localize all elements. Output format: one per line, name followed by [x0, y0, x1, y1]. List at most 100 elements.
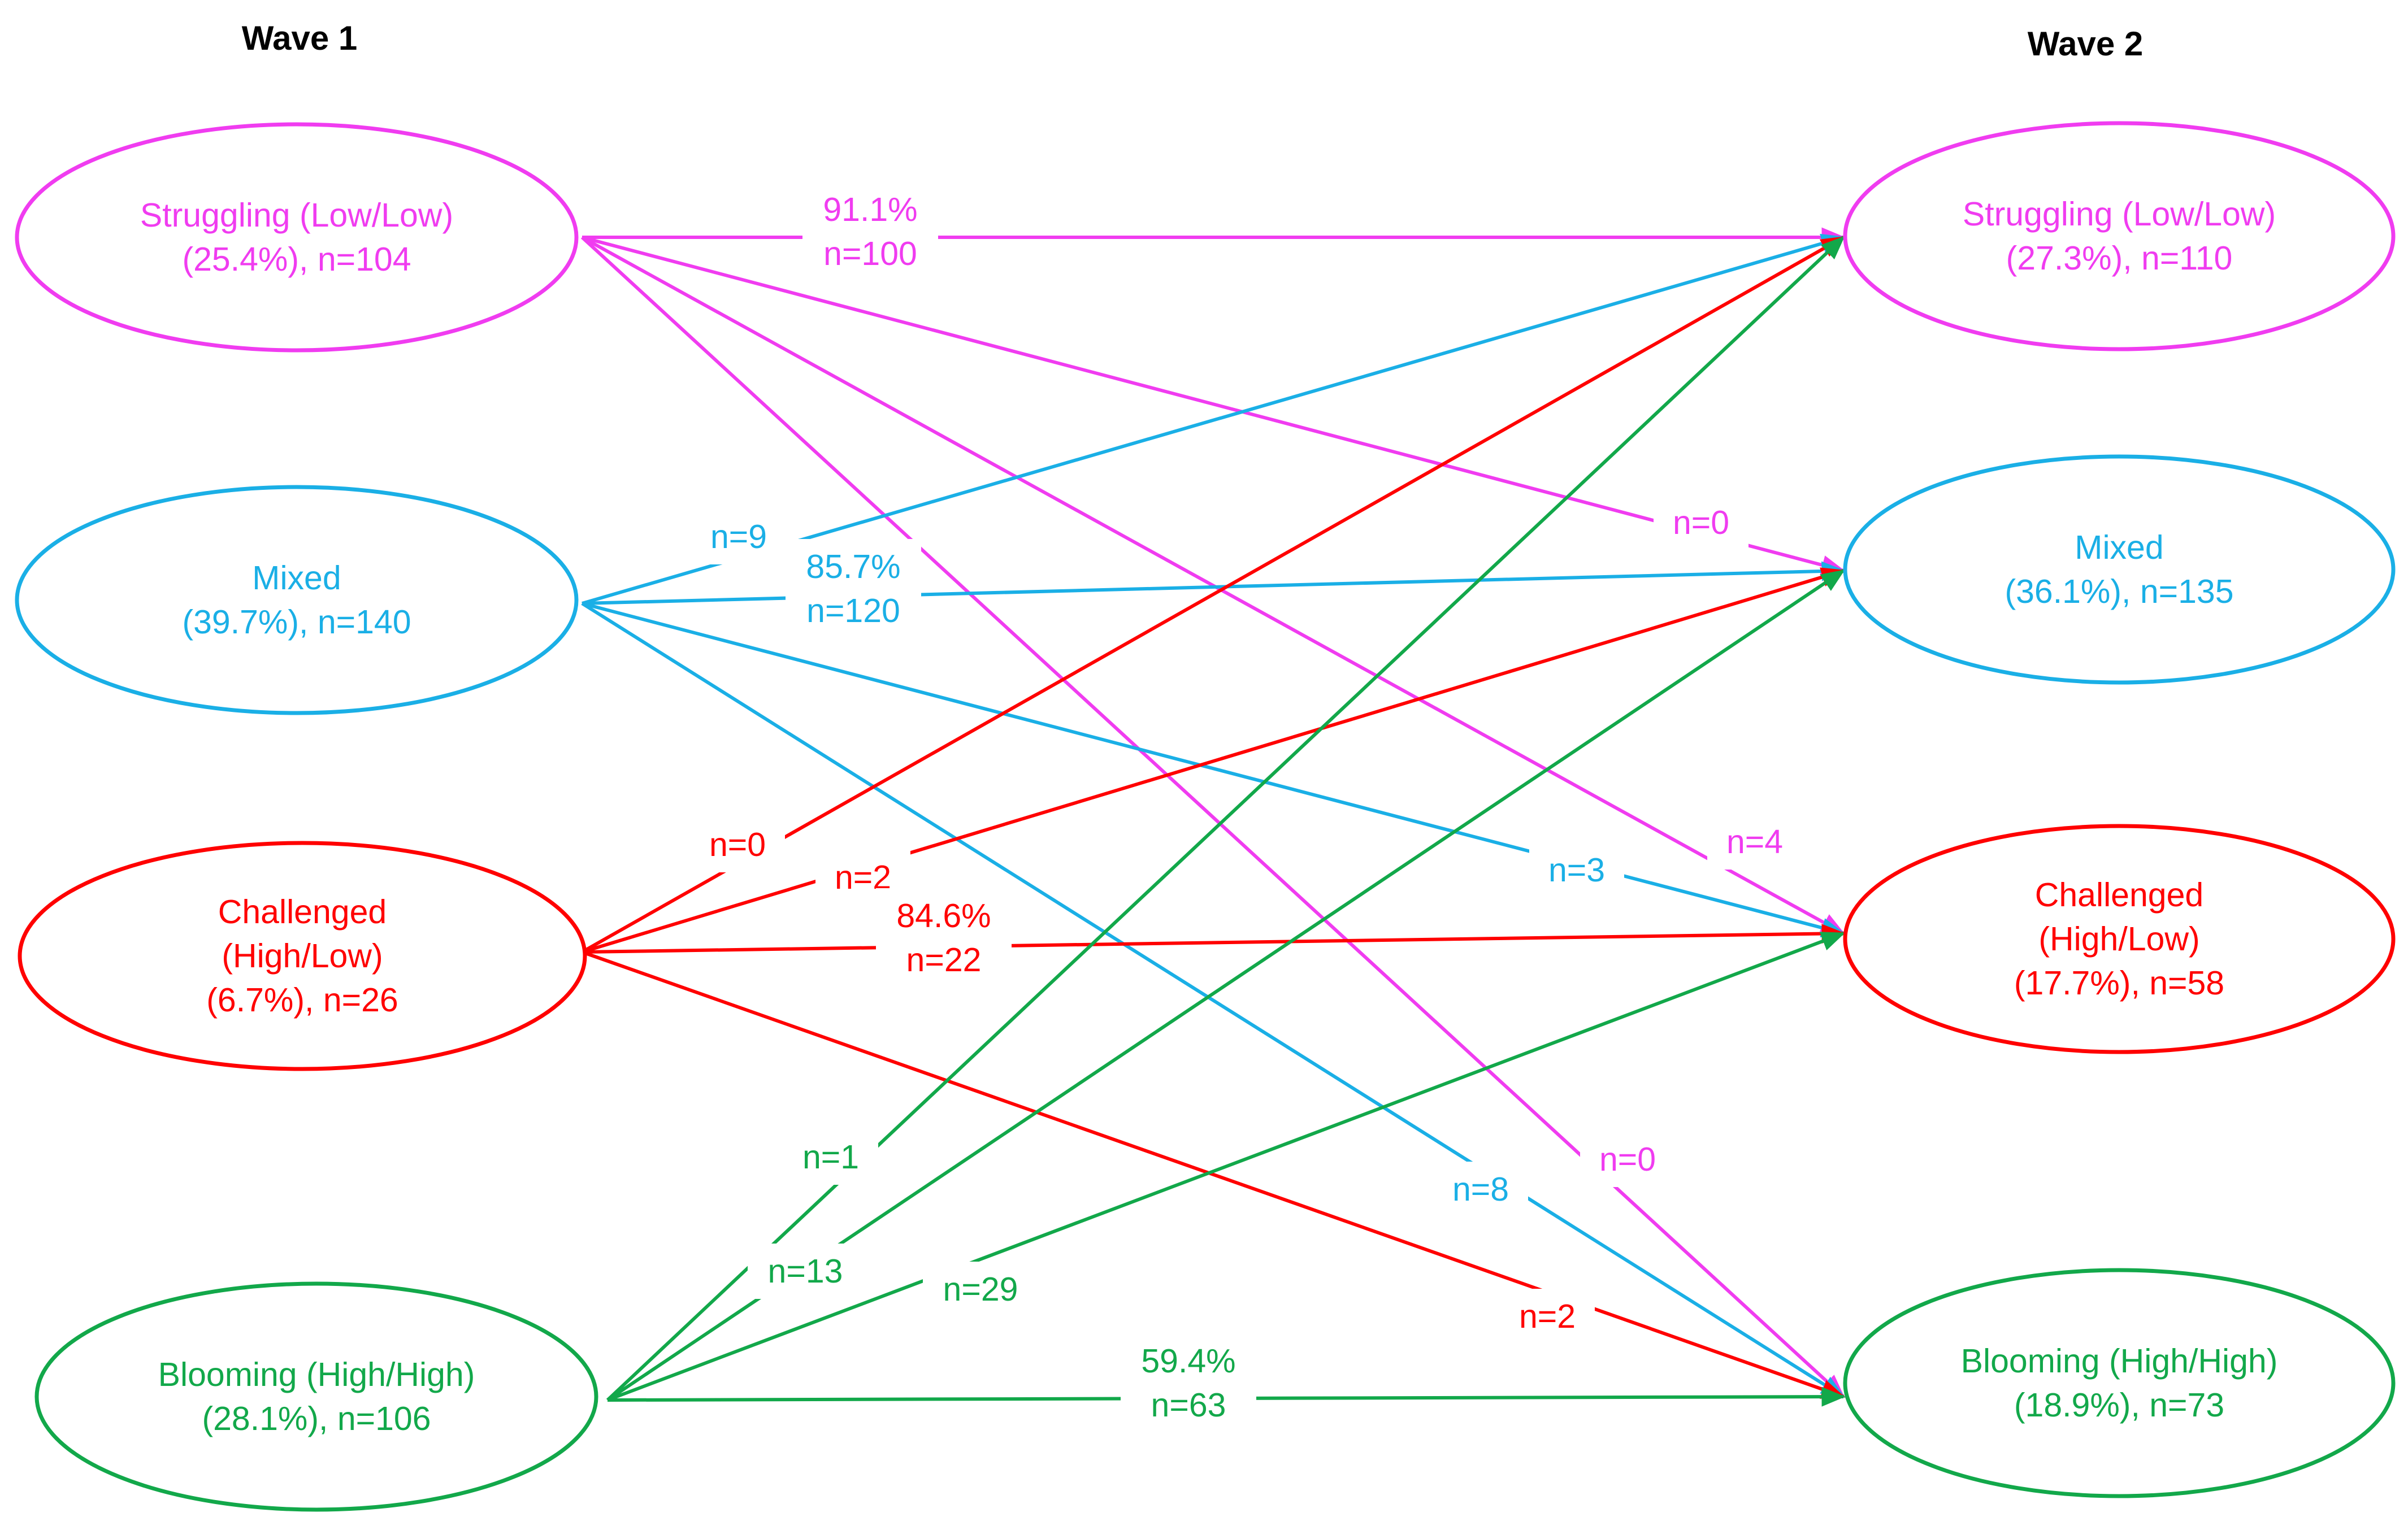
label-background: [690, 817, 785, 872]
wave2-node-blooming: Blooming (High/High) (18.9%), n=73: [1843, 1268, 2396, 1498]
label-background: [923, 1262, 1038, 1317]
arrow-challenged-to-mixed: [582, 567, 1846, 954]
label-background: [1433, 1162, 1528, 1217]
wave2-node-challenged: Challenged (High/Low) (17.7%), n=58: [1843, 824, 2396, 1054]
transition-label-line: n=3: [1548, 851, 1605, 889]
label-background: [802, 182, 938, 281]
label-background: [1529, 842, 1624, 898]
transition-label-line: 85.7%: [806, 548, 900, 585]
wave1-node-struggling: Struggling (Low/Low) (25.4%), n=104: [15, 122, 579, 353]
arrow-challenged-to-challenged: [582, 924, 1846, 954]
label-challenged-to-blooming: n=2: [1500, 1289, 1595, 1344]
label-background: [1121, 1333, 1256, 1433]
label-struggling-to-struggling: 91.1% n=100: [802, 182, 938, 281]
transition-label-line: 84.6%: [896, 897, 991, 934]
label-mixed-to-blooming: n=8: [1433, 1162, 1528, 1217]
wave2-node-struggling-label-line: (27.3%), n=110: [2006, 240, 2233, 277]
transition-label-line: n=2: [1519, 1298, 1576, 1335]
wave1-node-challenged-ellipse: [18, 841, 587, 1071]
wave1-node-blooming-ellipse: [34, 1281, 598, 1512]
label-background: [786, 539, 921, 638]
wave2-header: Wave 2: [2028, 25, 2144, 63]
wave2-node-mixed-ellipse: [1843, 454, 2396, 685]
label-blooming-to-struggling: n=1: [783, 1129, 878, 1185]
wave1-node-blooming: Blooming (High/High) (28.1%), n=106: [34, 1281, 598, 1512]
wave1-node-struggling-label-line: (25.4%), n=104: [182, 241, 411, 278]
wave1-header: Wave 1: [242, 19, 358, 57]
transition-label-line: 91.1%: [823, 191, 917, 228]
label-blooming-to-blooming: 59.4% n=63: [1121, 1333, 1256, 1433]
wave2-node-mixed-label-line: (36.1%), n=135: [2005, 573, 2233, 610]
transition-label-line: n=4: [1726, 823, 1783, 860]
label-struggling-to-blooming: n=0: [1580, 1132, 1675, 1187]
transition-label-line: n=0: [709, 826, 766, 863]
label-background: [1500, 1289, 1595, 1344]
label-mixed-to-struggling: n=9: [691, 509, 786, 564]
label-struggling-to-mixed: n=0: [1654, 495, 1748, 550]
arrow-struggling-to-mixed: [582, 236, 1846, 575]
arrow-mixed-to-challenged: [582, 602, 1846, 938]
wave2-node-blooming-label-line: Blooming (High/High): [1961, 1342, 2278, 1380]
transition-arrows: 91.1% n=100 n=0 n=4 n=0 n=9 85.7% n=120 n=3 n=8 n=…: [580, 182, 1846, 1433]
wave2-node-challenged-label-line: (High/Low): [2038, 920, 2199, 958]
label-mixed-to-challenged: n=3: [1529, 842, 1624, 898]
wave2-node-struggling-ellipse: [1843, 121, 2396, 351]
label-background: [1580, 1132, 1675, 1187]
wave2-node-mixed-label-line: Mixed: [2075, 529, 2163, 566]
wave1-node-challenged-label-line: (6.7%), n=26: [206, 981, 398, 1019]
wave1-node-challenged-label-line: Challenged: [218, 893, 387, 931]
label-blooming-to-mixed: n=13: [748, 1244, 863, 1299]
label-background: [1707, 814, 1802, 870]
wave1-node-mixed-label-line: (39.7%), n=140: [182, 603, 411, 641]
wave1-node-mixed-label-line: Mixed: [252, 559, 341, 597]
transition-label-line: n=22: [906, 941, 982, 979]
edge-labels: 91.1% n=100 n=0 n=4 n=0 n=9 85.7% n=120 n=3 n=8 n=…: [690, 182, 1802, 1433]
label-background: [876, 888, 1012, 988]
label-mixed-to-mixed: 85.7% n=120: [786, 539, 921, 638]
transition-label-line: n=29: [943, 1271, 1018, 1308]
label-background: [783, 1129, 878, 1185]
label-struggling-to-challenged: n=4: [1707, 814, 1802, 870]
transition-label-line: n=8: [1452, 1171, 1509, 1208]
label-challenged-to-struggling: n=0: [690, 817, 785, 872]
label-blooming-to-challenged: n=29: [923, 1262, 1038, 1317]
transition-label-line: n=0: [1599, 1141, 1656, 1178]
wave2-node-blooming-ellipse: [1843, 1268, 2396, 1498]
wave1-node-mixed-ellipse: [15, 485, 579, 715]
arrow-blooming-to-challenged: [606, 932, 1846, 1402]
arrow-blooming-to-struggling: [606, 236, 1845, 1402]
transition-label-line: n=9: [710, 518, 767, 555]
arrow-struggling-to-blooming: [580, 236, 1845, 1398]
wave1-node-struggling-label-line: Struggling (Low/Low): [140, 197, 453, 234]
transition-label-line: n=63: [1151, 1386, 1226, 1424]
label-background: [748, 1244, 863, 1299]
wave1-node-challenged-label-line: (High/Low): [222, 937, 383, 975]
transition-label-line: n=120: [806, 592, 900, 629]
wave2-node-struggling: Struggling (Low/Low) (27.3%), n=110: [1843, 121, 2396, 351]
wave2-node-mixed: Mixed (36.1%), n=135: [1843, 454, 2396, 685]
wave2-node-challenged-label-line: (17.7%), n=58: [2014, 964, 2224, 1002]
transition-label-line: n=100: [823, 235, 917, 272]
wave2-node-challenged-label-line: Challenged: [2035, 876, 2204, 914]
wave2-node-struggling-label-line: Struggling (Low/Low): [1963, 195, 2276, 233]
transition-label-line: n=0: [1673, 504, 1729, 541]
transition-label-line: n=13: [768, 1253, 843, 1290]
arrow-mixed-to-blooming: [581, 602, 1845, 1398]
arrow-mixed-to-mixed: [582, 561, 1846, 605]
wave1-node-blooming-label-line: Blooming (High/High): [158, 1356, 475, 1393]
wave2-node-challenged-ellipse: [1843, 824, 2396, 1054]
label-background: [691, 509, 786, 564]
transition-label-line: 59.4%: [1141, 1342, 1235, 1380]
label-challenged-to-challenged: 84.6% n=22: [876, 888, 1012, 988]
wave1-node-challenged: Challenged (High/Low) (6.7%), n=26: [18, 841, 587, 1071]
arrow-challenged-to-struggling: [581, 236, 1846, 954]
wave1-node-mixed: Mixed (39.7%), n=140: [15, 485, 579, 715]
transition-label-line: n=1: [802, 1138, 859, 1176]
label-background: [1654, 495, 1748, 550]
wave2-node-blooming-label-line: (18.9%), n=73: [2014, 1386, 2224, 1424]
wave1-node-struggling-ellipse: [15, 122, 579, 353]
wave1-node-blooming-label-line: (28.1%), n=106: [202, 1400, 431, 1437]
arrow-challenged-to-blooming: [582, 950, 1846, 1399]
